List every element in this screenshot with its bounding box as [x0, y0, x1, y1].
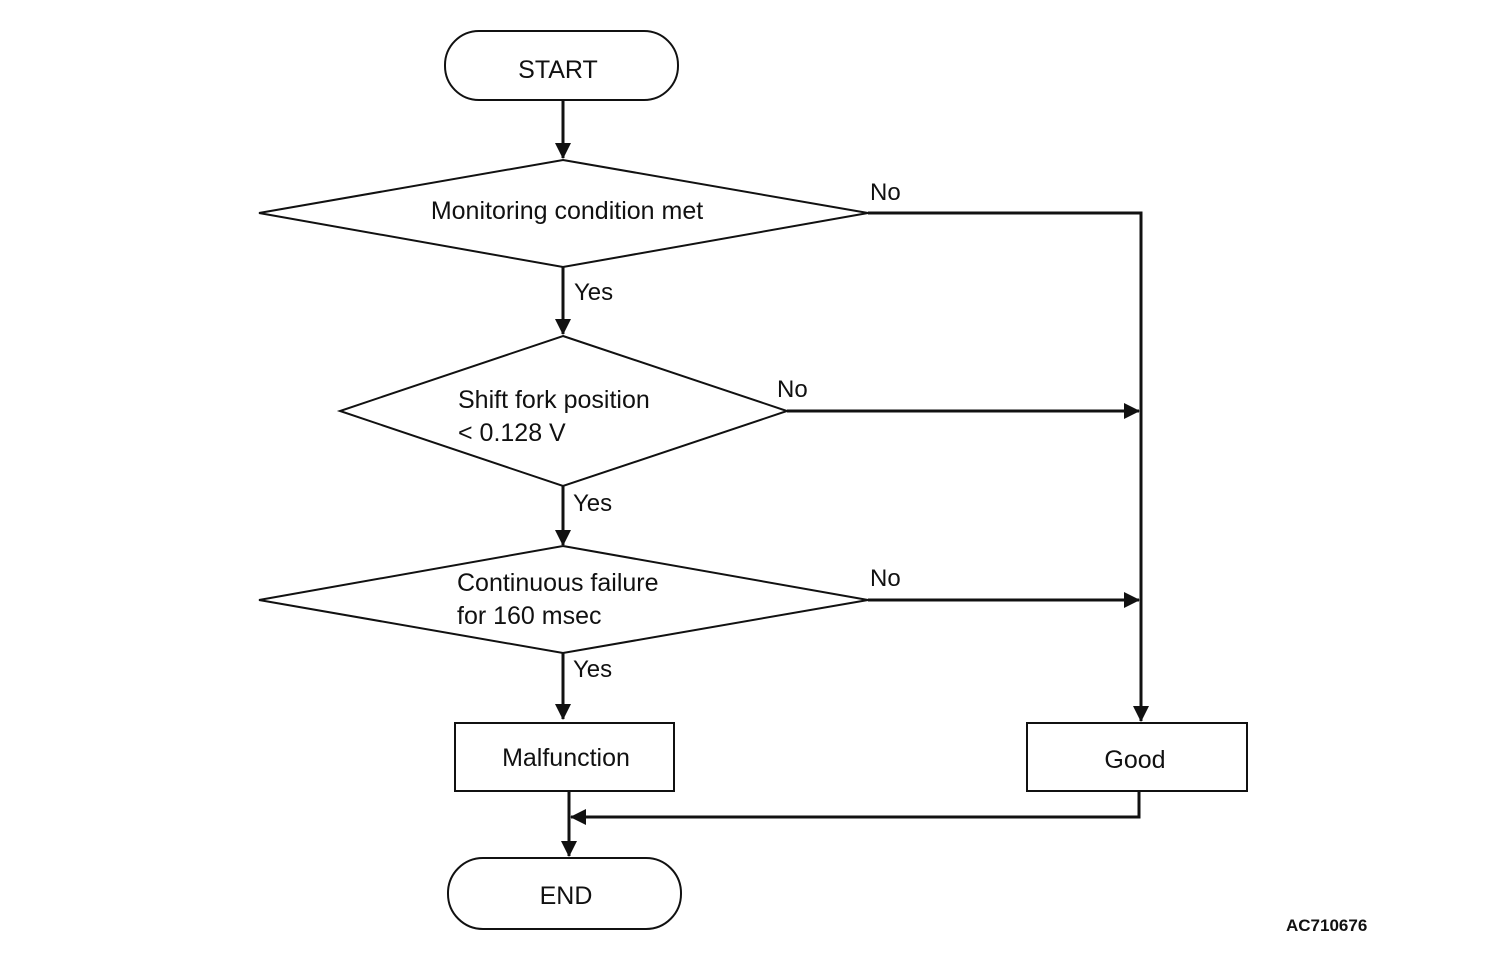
process-good: Good — [1026, 722, 1248, 792]
yes-label-2: Yes — [573, 490, 612, 517]
end-label: END — [540, 882, 593, 910]
yes-label-1: Yes — [574, 279, 613, 306]
end-terminal: END — [447, 857, 682, 930]
connector-monitoring-no — [868, 211, 1149, 722]
yes-label-3: Yes — [573, 656, 612, 683]
decision-continuous-failure: Continuous failure for 160 msec — [258, 544, 869, 655]
monitoring-condition-label: Monitoring condition met — [431, 197, 703, 225]
continuous-failure-label-line1: Continuous failure — [457, 569, 659, 597]
shift-fork-label-line1: Shift fork position — [458, 386, 650, 414]
no-label-2: No — [777, 376, 808, 403]
shift-fork-label-line2: < 0.128 V — [458, 419, 566, 447]
malfunction-label: Malfunction — [502, 744, 630, 772]
connector-good-to-end — [570, 791, 1141, 825]
no-label-1: No — [870, 179, 901, 206]
start-label: START — [518, 56, 598, 84]
decision-shift-fork-position: Shift fork position < 0.128 V — [336, 334, 791, 488]
decision-monitoring-condition: Monitoring condition met — [258, 158, 869, 269]
good-label: Good — [1104, 746, 1165, 774]
process-malfunction: Malfunction — [454, 722, 675, 792]
no-label-3: No — [870, 565, 901, 592]
start-terminal: START — [444, 30, 679, 101]
figure-code: AC710676 — [1286, 916, 1367, 935]
continuous-failure-label-line2: for 160 msec — [457, 602, 602, 630]
